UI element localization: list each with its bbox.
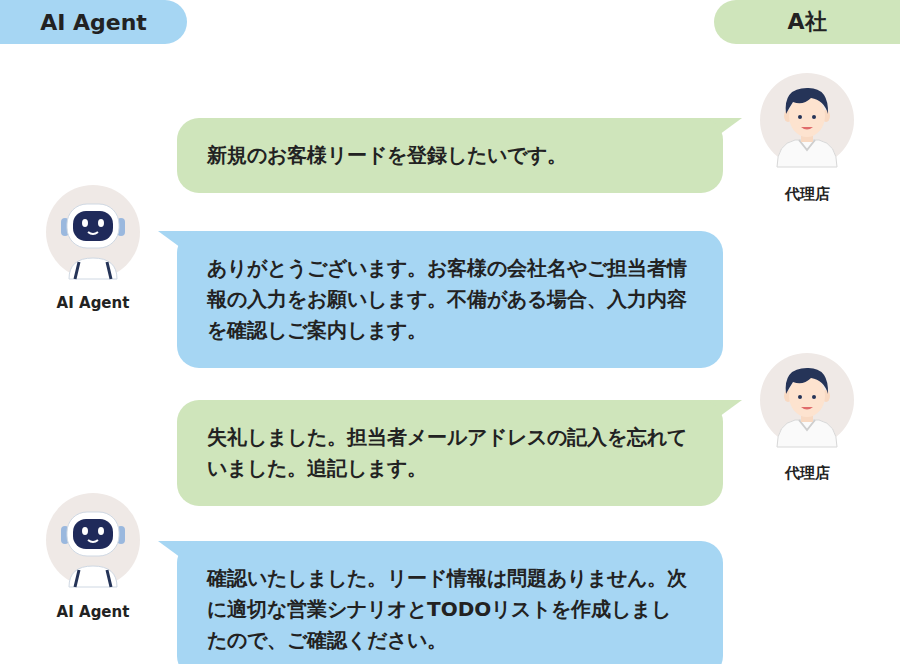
header-pill: AI Agent (0, 0, 187, 44)
speech-bubble: 新規のお客様リードを登録したいです。 (177, 118, 723, 193)
speaker-label: AI Agent (57, 294, 130, 312)
speech-bubble: ありがとうございます。お客様の会社名やご担当者情報の入力をお願いします。不備があ… (177, 231, 723, 368)
message-text: ありがとうございます。お客様の会社名やご担当者情報の入力をお願いします。不備があ… (207, 253, 689, 346)
header-text: AI Agent (40, 10, 147, 35)
message-text: 新規のお客様リードを登録したいです。 (207, 140, 689, 171)
header-pill: A社 (714, 0, 900, 44)
message-text: 失礼しました。担当者メールアドレスの記入を忘れていました。追記します。 (207, 422, 689, 484)
speaker-label: AI Agent (57, 603, 130, 621)
speaker-label: 代理店 (785, 185, 830, 204)
speech-bubble: 確認いたしました。リード情報は問題ありません。次に適切な営業シナリオとTODOリ… (177, 541, 723, 664)
message-text: 確認いたしました。リード情報は問題ありません。次に適切な営業シナリオとTODOリ… (207, 563, 689, 656)
speech-bubble: 失礼しました。担当者メールアドレスの記入を忘れていました。追記します。 (177, 400, 723, 506)
speaker-label: 代理店 (785, 464, 830, 483)
header-text: A社 (787, 7, 826, 37)
